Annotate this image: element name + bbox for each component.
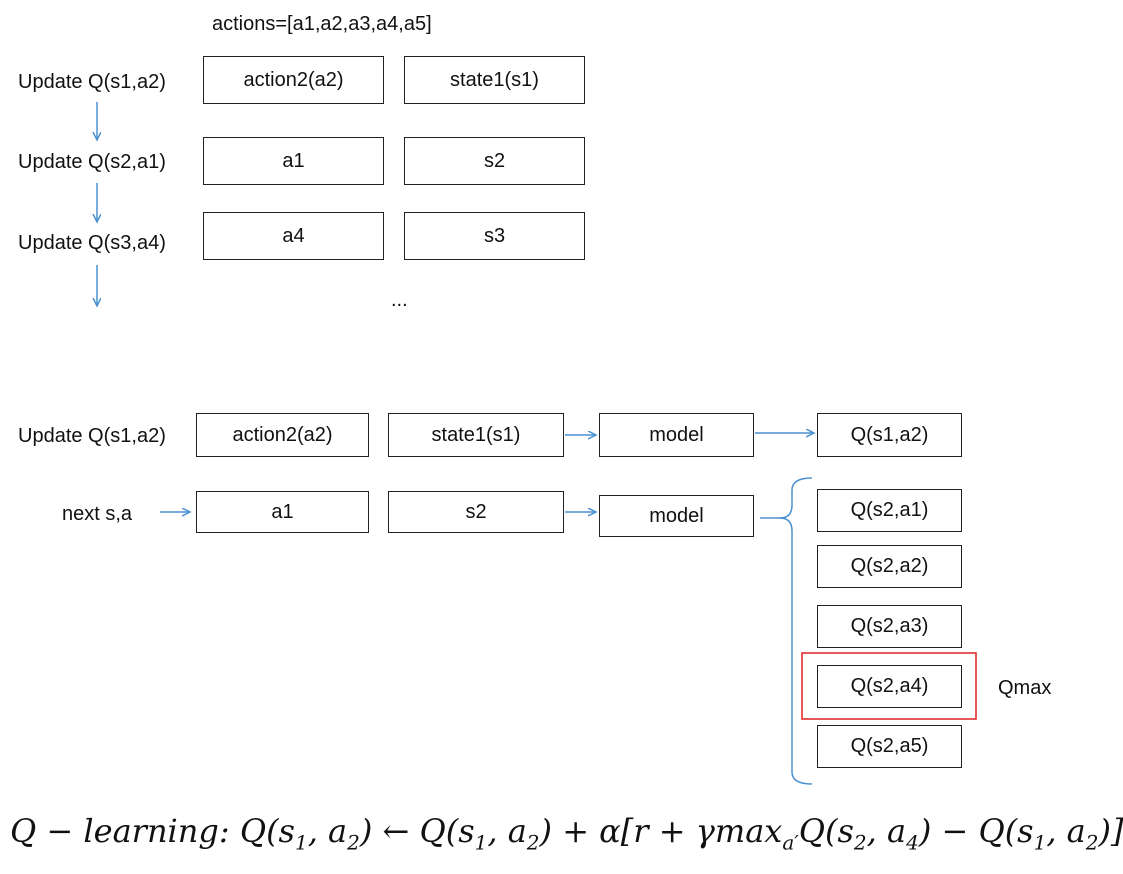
- q-value-box-4: Q(s2,a4): [817, 665, 962, 708]
- curly-brace: [779, 477, 813, 785]
- state-box-2: s2: [404, 137, 585, 185]
- row-label-2: Update Q(s2,a1): [18, 151, 166, 173]
- model-box-1: model: [599, 413, 754, 457]
- q-value-box-1: Q(s2,a1): [817, 489, 962, 532]
- bottom-row-label-1: Update Q(s1,a2): [18, 425, 166, 447]
- bottom-action-box-1: action2(a2): [196, 413, 369, 457]
- q-value-box-3: Q(s2,a3): [817, 605, 962, 648]
- q-value-box-5: Q(s2,a5): [817, 725, 962, 768]
- state-box-3: s3: [404, 212, 585, 260]
- bottom-action-box-2: a1: [196, 491, 369, 533]
- next-sa-label: next s,a: [62, 503, 133, 525]
- bottom-state-box-2: s2: [388, 491, 564, 533]
- ellipsis: ...: [391, 289, 408, 311]
- row-label-1: Update Q(s1,a2): [18, 71, 166, 93]
- bottom-state-box-1: state1(s1): [388, 413, 564, 457]
- q-learning-formula: Q − learning: Q(s1, a2) ← Q(s1, a2) + α[…: [10, 812, 1123, 855]
- qmax-highlight: [801, 652, 977, 720]
- state-box-1: state1(s1): [404, 56, 585, 104]
- actions-list-label: actions=[a1,a2,a3,a4,a5]: [212, 13, 432, 35]
- action-box-2: a1: [203, 137, 384, 185]
- model-box-2: model: [599, 495, 754, 537]
- q-value-box-2: Q(s2,a2): [817, 545, 962, 588]
- connector-layer: [0, 102, 977, 785]
- output-box: Q(s1,a2): [817, 413, 962, 457]
- action-box-3: a4: [203, 212, 384, 260]
- action-box-1: action2(a2): [203, 56, 384, 104]
- qmax-label: Qmax: [998, 677, 1052, 699]
- row-label-3: Update Q(s3,a4): [18, 232, 166, 254]
